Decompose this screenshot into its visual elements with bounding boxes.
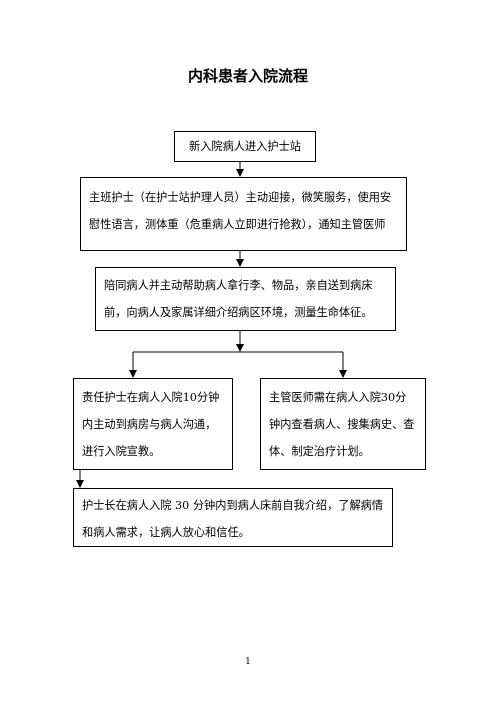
step-attending-physician: 主管医师需在病人入院30分钟内查看病人、搜集病史、查体、制定治疗计划。 [260,378,426,470]
step-escort-to-bed: 陪同病人并主动帮助病人拿行李、物品，亲自送到病床前，向病人及家属详细介绍病区环境… [95,267,396,331]
step-head-nurse-greeting: 主班护士（在护士站护理人员）主动迎接，微笑服务，使用安慰性语言，测体重（危重病人… [80,177,407,251]
page-number: 1 [245,657,251,667]
step-responsible-nurse: 责任护士在病人入院10分钟内主动到病房与病人沟通，进行入院宣教。 [73,378,233,470]
step-new-admission: 新入院病人进入护士站 [174,131,316,162]
page-title: 内科患者入院流程 [187,67,308,85]
step-chief-nurse: 护士长在病人入院 30 分钟内到病人床前自我介绍，了解病情和病人需求，让病人放心… [73,488,393,547]
